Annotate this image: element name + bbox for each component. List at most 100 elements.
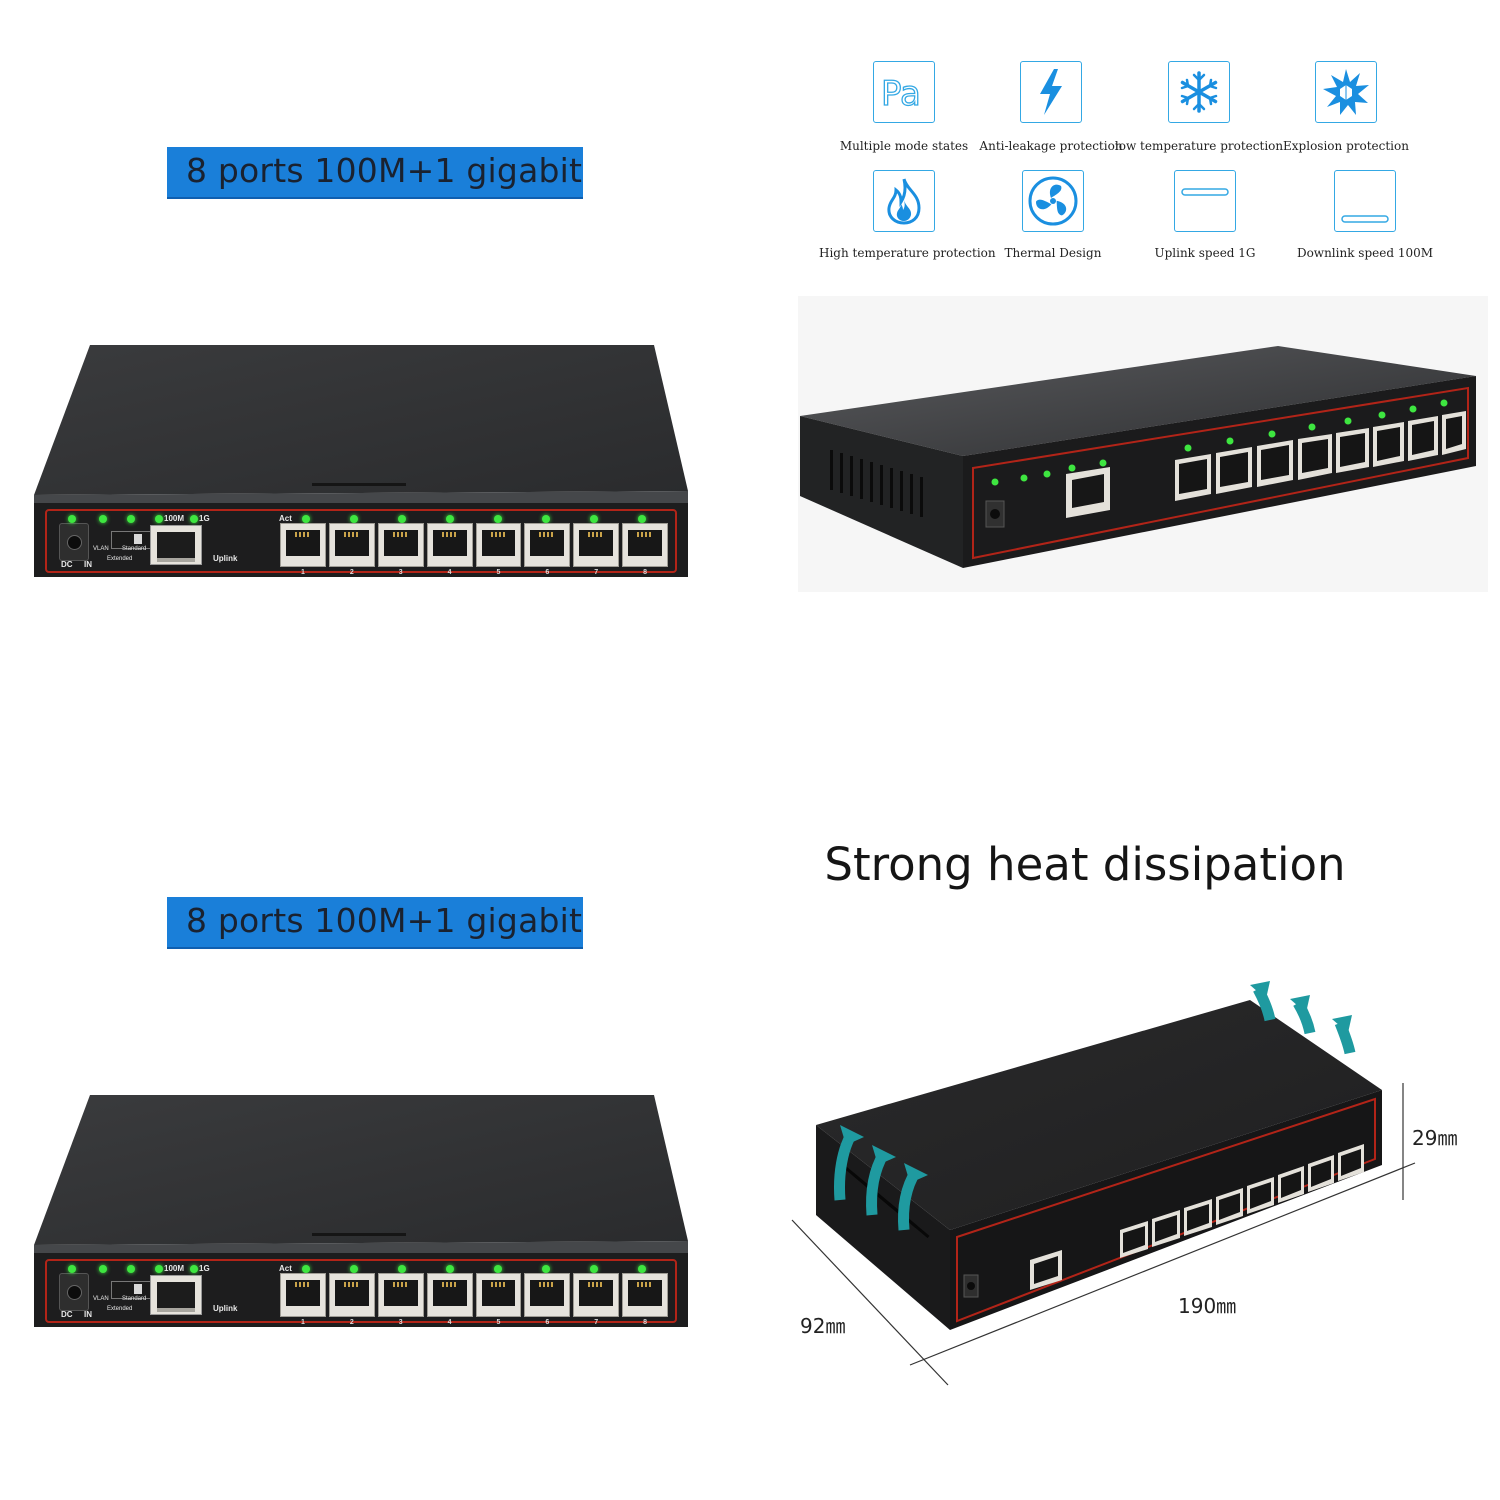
feature-high-temp: High temperature protection bbox=[819, 170, 996, 260]
flame-icon bbox=[873, 170, 935, 232]
port-number: 5 bbox=[496, 569, 501, 576]
dimension-drawing bbox=[780, 975, 1480, 1395]
port-led bbox=[638, 1265, 646, 1273]
uplink-port[interactable] bbox=[150, 525, 202, 565]
ethernet-port[interactable]: 1 bbox=[280, 1273, 326, 1326]
port-number: 4 bbox=[447, 569, 452, 576]
ethernet-port[interactable]: 3 bbox=[377, 523, 424, 576]
uplink-100m-led bbox=[155, 515, 163, 523]
port-led bbox=[350, 1265, 358, 1273]
port-number: 1 bbox=[300, 569, 305, 576]
lightning-icon bbox=[1020, 61, 1082, 123]
ethernet-port[interactable]: 6 bbox=[524, 523, 571, 576]
feature-anti-leakage: Anti-leakage protection bbox=[966, 61, 1136, 153]
dc-power-jack bbox=[59, 523, 89, 561]
feature-label: Thermal Design bbox=[1004, 246, 1102, 260]
ethernet-port[interactable]: 7 bbox=[573, 523, 620, 576]
feature-downlink-speed: Downlink speed 100M bbox=[1280, 170, 1450, 260]
height-dimension-label: 29㎜ bbox=[1412, 1126, 1458, 1150]
feature-label: High temperature protection bbox=[819, 246, 996, 260]
feature-label: Downlink speed 100M bbox=[1296, 246, 1434, 260]
port-led bbox=[590, 515, 598, 523]
port-number: 6 bbox=[545, 1319, 550, 1326]
port-number: 1 bbox=[300, 1319, 305, 1326]
ethernet-port[interactable]: 6 bbox=[524, 1273, 571, 1326]
port-number: 3 bbox=[398, 569, 403, 576]
act-label: Act bbox=[279, 514, 292, 523]
ethernet-port[interactable]: 8 bbox=[622, 1273, 668, 1326]
title-banner: 8 ports 100M+1 gigabit bbox=[167, 147, 583, 199]
speed-100m-label: 100M bbox=[164, 1264, 185, 1273]
svg-text:Pa: Pa bbox=[881, 74, 921, 112]
feature-explosion: Explosion protection bbox=[1261, 61, 1431, 153]
speed-1g-label: 1G bbox=[199, 514, 210, 523]
front-panel: DC IN VLAN Standard Extended 100M 1G Upl… bbox=[45, 509, 677, 576]
ethernet-port[interactable]: 4 bbox=[426, 523, 473, 576]
uplink-label: Uplink bbox=[213, 554, 238, 563]
switch-with-airflow bbox=[791, 981, 1416, 1386]
mode-led bbox=[127, 1265, 135, 1273]
feature-thermal: Thermal Design bbox=[968, 170, 1138, 260]
feature-label: Multiple mode states bbox=[839, 139, 969, 153]
port-number: 4 bbox=[447, 1319, 452, 1326]
port-led bbox=[494, 1265, 502, 1273]
ethernet-port[interactable]: 3 bbox=[377, 1273, 424, 1326]
port-led bbox=[350, 515, 358, 523]
dc-label: DC bbox=[61, 1310, 73, 1319]
port-led bbox=[446, 1265, 454, 1273]
pa-mode-icon: Pa bbox=[873, 61, 935, 123]
front-panel: DC IN VLAN Standard Extended 100M 1G Upl… bbox=[45, 1259, 677, 1326]
feature-label: Uplink speed 1G bbox=[1154, 246, 1256, 260]
feature-label: Explosion protection bbox=[1283, 139, 1409, 153]
port-number: 5 bbox=[496, 1319, 501, 1326]
mode-led bbox=[127, 515, 135, 523]
ethernet-port[interactable]: 2 bbox=[328, 1273, 375, 1326]
dc-power-jack bbox=[59, 1273, 89, 1311]
port-row: 1 2 3 4 5 6 7 8 bbox=[280, 523, 668, 576]
panel-bottom-left: 8 ports 100M+1 gigabit DC IN VLAN Standa… bbox=[0, 750, 750, 1500]
title-banner: 8 ports 100M+1 gigabit bbox=[167, 897, 583, 949]
port-led bbox=[542, 1265, 550, 1273]
ethernet-port[interactable]: 5 bbox=[475, 1273, 522, 1326]
speed-1g-label: 1G bbox=[199, 1264, 210, 1273]
port-number: 7 bbox=[594, 569, 599, 576]
extended-label: Extended bbox=[107, 556, 133, 562]
standard-label: Standard bbox=[122, 1296, 147, 1302]
uplink-1g-led bbox=[190, 1265, 198, 1273]
switch-chassis-angled bbox=[800, 346, 1476, 568]
ethernet-port[interactable]: 8 bbox=[622, 523, 668, 576]
port-number: 2 bbox=[349, 1319, 354, 1326]
port-led bbox=[542, 515, 550, 523]
port-led bbox=[302, 1265, 310, 1273]
in-label: IN bbox=[84, 560, 92, 569]
ethernet-port[interactable]: 5 bbox=[475, 523, 522, 576]
ethernet-port[interactable]: 4 bbox=[426, 1273, 473, 1326]
dc-label: DC bbox=[61, 560, 73, 569]
port-led bbox=[446, 515, 454, 523]
power-led bbox=[68, 515, 76, 523]
port-number: 7 bbox=[594, 1319, 599, 1326]
port-led bbox=[638, 515, 646, 523]
switch-front-view: DC IN VLAN Standard Extended 100M 1G Upl… bbox=[32, 343, 692, 579]
uplink-label: Uplink bbox=[213, 1304, 238, 1313]
switch-angled-view bbox=[798, 296, 1488, 592]
port-number: 8 bbox=[643, 569, 648, 576]
ethernet-port[interactable]: 1 bbox=[280, 523, 326, 576]
port-led bbox=[590, 1265, 598, 1273]
uplink-port[interactable] bbox=[150, 1275, 202, 1315]
uplink-100m-led bbox=[155, 1265, 163, 1273]
headline: Strong heat dissipation bbox=[824, 838, 1346, 891]
ethernet-port[interactable]: 2 bbox=[328, 523, 375, 576]
port-number: 2 bbox=[349, 569, 354, 576]
act-label: Act bbox=[279, 1264, 292, 1273]
uplink-bar-icon bbox=[1174, 170, 1236, 232]
vlan-led bbox=[99, 515, 107, 523]
extended-label: Extended bbox=[107, 1306, 133, 1312]
power-led bbox=[68, 1265, 76, 1273]
uplink-1g-led bbox=[190, 515, 198, 523]
port-led bbox=[398, 515, 406, 523]
ethernet-port[interactable]: 7 bbox=[573, 1273, 620, 1326]
panel-top-right: Pa Multiple mode states Anti-leakage pro… bbox=[750, 0, 1500, 750]
port-led bbox=[494, 515, 502, 523]
vlan-led bbox=[99, 1265, 107, 1273]
